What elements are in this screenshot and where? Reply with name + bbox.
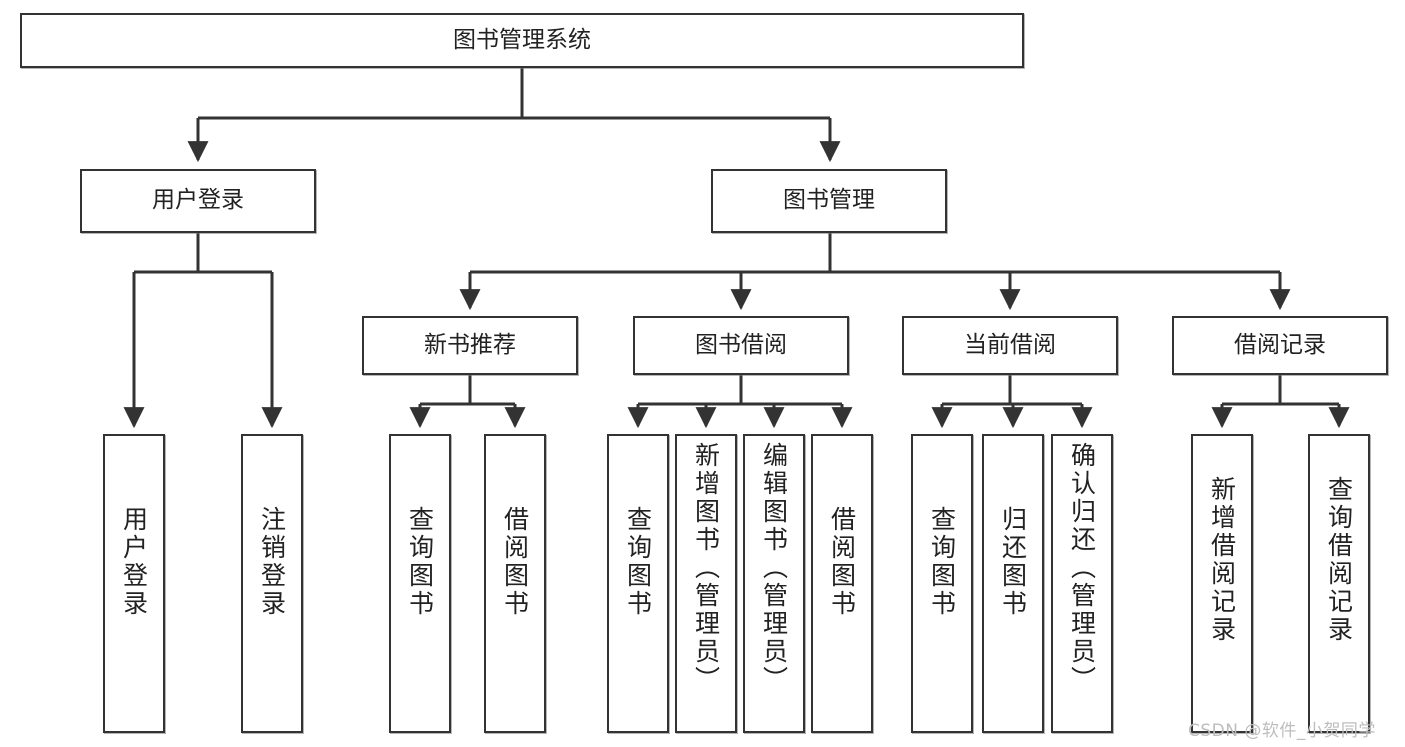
node-leaf-leaf-add-borrow-record[interactable]: 新增借阅记录: [1191, 434, 1253, 733]
node-label: 查询图书: [927, 506, 957, 618]
node-leaf-leaf-user-login[interactable]: 用户登录: [103, 434, 165, 733]
node-level3-new-book-recommend[interactable]: 新书推荐: [362, 316, 578, 375]
node-leaf-leaf-logout-login[interactable]: 注销登录: [241, 434, 303, 733]
node-label: 注销登录: [257, 506, 287, 618]
node-label: 新增图书（管理员）: [691, 442, 721, 694]
node-label: 新书推荐: [424, 331, 516, 358]
node-label: 图书管理: [783, 187, 875, 214]
node-leaf-leaf-add-book-admin[interactable]: 新增图书（管理员）: [675, 434, 737, 733]
node-leaf-leaf-return-book[interactable]: 归还图书: [982, 434, 1044, 733]
node-leaf-leaf-query-book-1[interactable]: 查询图书: [389, 434, 451, 733]
node-leaf-leaf-query-borrow-record[interactable]: 查询借阅记录: [1308, 434, 1370, 733]
node-level2-book-manage[interactable]: 图书管理: [711, 169, 947, 233]
node-leaf-leaf-borrow-book-1[interactable]: 借阅图书: [484, 434, 546, 733]
csdn-watermark: CSDN @软件_小贺同学: [1188, 721, 1376, 741]
node-label: 确认归还（管理员）: [1067, 442, 1097, 694]
node-root-root[interactable]: 图书管理系统: [20, 13, 1024, 68]
node-label: 借阅图书: [500, 506, 530, 618]
node-leaf-leaf-query-book-3[interactable]: 查询图书: [911, 434, 973, 733]
node-level3-current-borrow[interactable]: 当前借阅: [902, 316, 1118, 375]
node-label: 借阅记录: [1234, 331, 1326, 358]
node-label: 图书管理系统: [453, 26, 591, 53]
node-level3-book-borrow[interactable]: 图书借阅: [633, 316, 849, 375]
node-label: 新增借阅记录: [1207, 476, 1237, 644]
node-label: 编辑图书（管理员）: [759, 442, 789, 694]
node-leaf-leaf-confirm-return-admin[interactable]: 确认归还（管理员）: [1051, 434, 1113, 733]
node-level2-user-login[interactable]: 用户登录: [80, 169, 316, 233]
node-label: 用户登录: [119, 506, 149, 618]
node-label: 借阅图书: [827, 506, 857, 618]
node-label: 查询借阅记录: [1324, 476, 1354, 644]
node-label: 当前借阅: [964, 331, 1056, 358]
node-label: 查询图书: [405, 506, 435, 618]
node-label: 查询图书: [623, 506, 653, 618]
node-label: 归还图书: [998, 506, 1028, 618]
node-level3-borrow-record[interactable]: 借阅记录: [1172, 316, 1388, 375]
node-label: 图书借阅: [695, 331, 787, 358]
node-leaf-leaf-edit-book-admin[interactable]: 编辑图书（管理员）: [743, 434, 805, 733]
node-leaf-leaf-borrow-book-2[interactable]: 借阅图书: [811, 434, 873, 733]
node-leaf-leaf-query-book-2[interactable]: 查询图书: [607, 434, 669, 733]
node-label: 用户登录: [152, 187, 244, 214]
